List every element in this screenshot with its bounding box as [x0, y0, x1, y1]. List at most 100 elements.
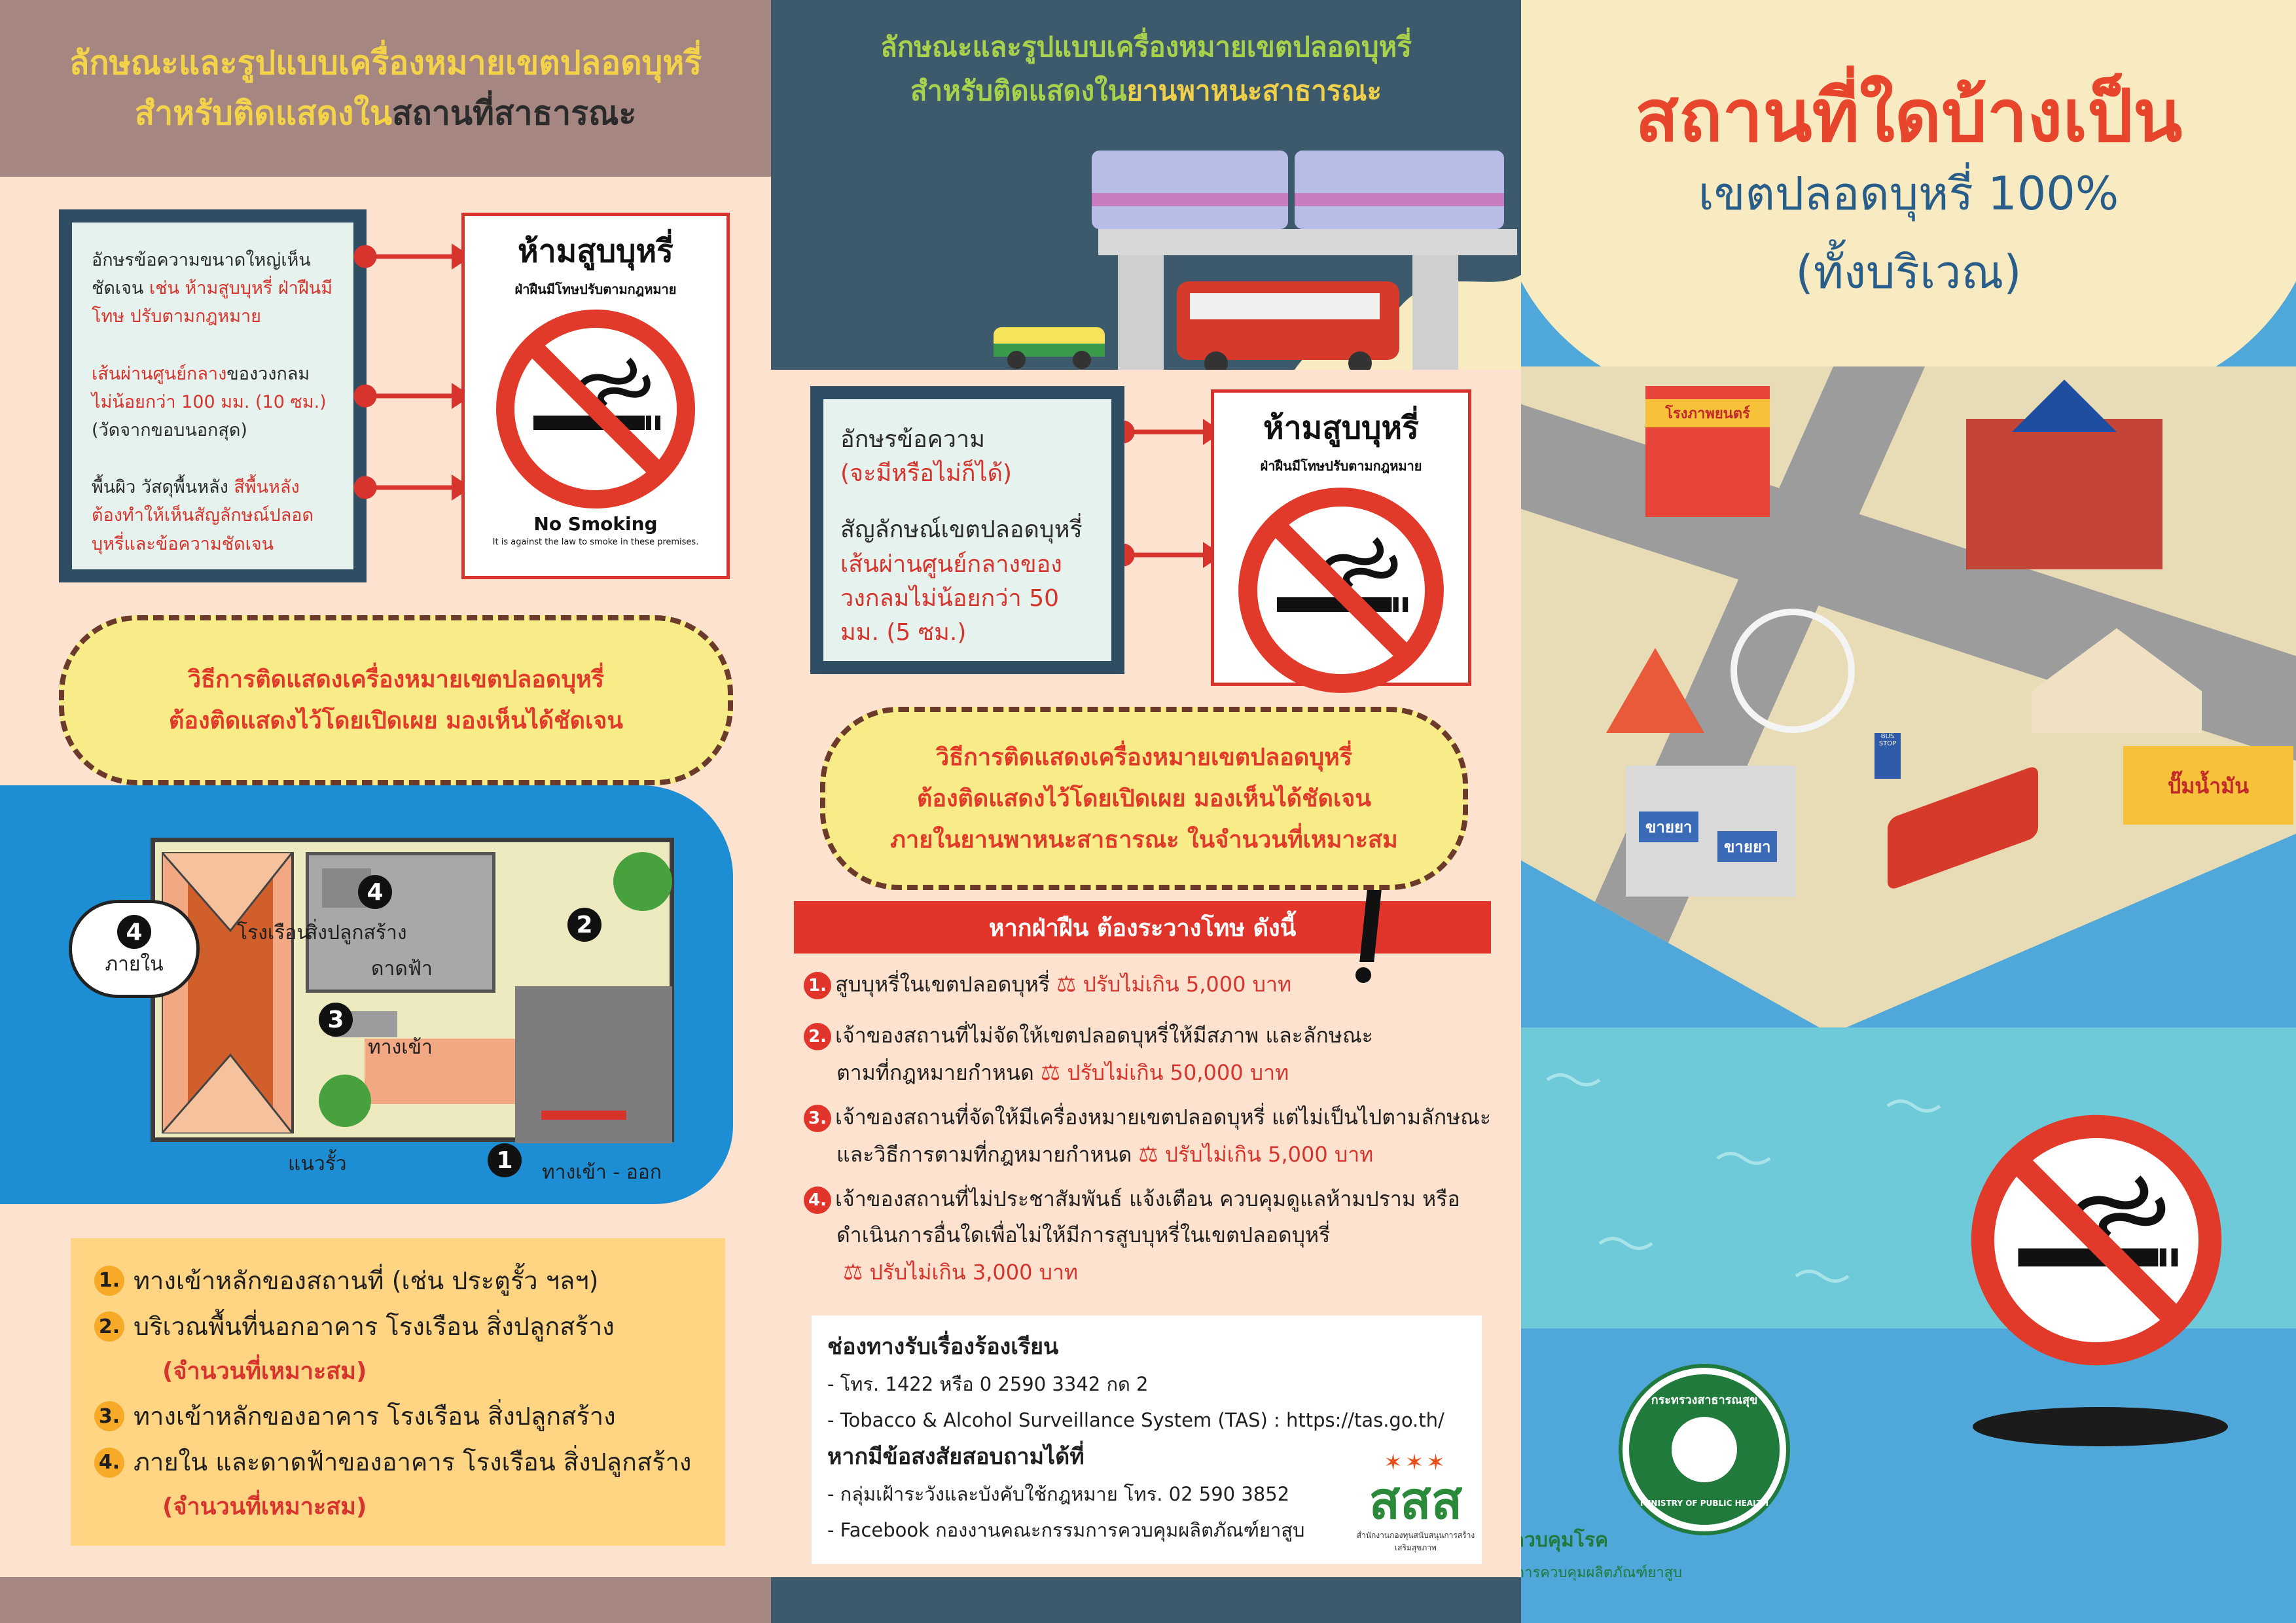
panel1-footer-bar: [0, 1577, 771, 1623]
penalty-item: 2.เจ้าของสถานที่ไม่จัดให้เขตปลอดบุหรี่ให…: [804, 1018, 1373, 1092]
gas-station-sign: ปั๊มน้ำมัน: [2167, 774, 2250, 798]
tree-icon: [613, 852, 672, 911]
penalty-bar: หากฝ่าฝืน ต้องระวางโทษ ดังนี้: [794, 901, 1491, 954]
seal-inner-icon: [1672, 1417, 1737, 1482]
cinema-sign: โรงภาพยนตร์: [1645, 399, 1770, 427]
panel1-feature-box: อักษรข้อความขนาดใหญ่เห็นชัดเจน เช่น ห้าม…: [59, 209, 367, 582]
penalty-item: 1.สูบบุหรี่ในเขตปลอดบุหรี่⚖ปรับไม่เกิน 5…: [804, 965, 1291, 1003]
feature2-line4: เส้นผ่านศูนย์กลางของวงกลมไม่น้อยกว่า 50 …: [840, 550, 1062, 646]
contact-enforcement-phone: - กลุ่มเฝ้าระวังและบังคับใช้กฎหมาย โทร. …: [827, 1482, 1290, 1505]
ferris-wheel: [1731, 609, 1855, 733]
penalty-text2: ตามที่กฎหมายกำหนด: [836, 1060, 1034, 1086]
map-house-label: โรงเรือน: [237, 921, 310, 944]
method2-line1: วิธีการติดแสดงเครื่องหมายเขตปลอดบุหรี่: [935, 743, 1353, 771]
contact-phone: - โทร. 1422 หรือ 0 2590 3342 กด 2: [827, 1372, 1149, 1395]
penalty-text: สูบบุหรี่ในเขตปลอดบุหรี่: [835, 972, 1050, 997]
large-no-smoking-icon: [1971, 1115, 2222, 1366]
no-smoking-icon: [496, 310, 695, 508]
panel2-footer-bar: [771, 1577, 1521, 1623]
map-marker-4-inside: 4: [117, 915, 151, 949]
list-note: (จำนวนที่เหมาะสม): [162, 1357, 367, 1385]
seal-thai-text: กระทรวงสาธารณสุข: [1651, 1393, 1758, 1407]
feature1-item2-red: เส้นผ่านศูนย์กลาง: [92, 363, 227, 384]
map-marker-4: 4: [358, 875, 392, 909]
panel1-header-prefix: สำหรับติดแสดงใน: [134, 94, 392, 132]
penalty-item: 3.เจ้าของสถานที่จัดให้มีเครื่องหมายเขตปล…: [804, 1099, 1491, 1174]
penalty-text2: และวิธีการตามที่กฎหมายกำหนด: [836, 1142, 1132, 1168]
map-structure-label: สิ่งปลูกสร้าง: [306, 921, 407, 944]
bus: [1888, 764, 2038, 891]
seal-en-text: MINISTRY OF PUBLIC HEALTH: [1640, 1499, 1768, 1508]
list-item: 4. ภายใน และดาดฟ้าของอาคาร โรงเรือน สิ่งป…: [94, 1439, 702, 1485]
list-note: (จำนวนที่เหมาะสม): [162, 1493, 367, 1520]
contact-box: ช่องทางรับเรื่องร้องเรียน - โทร. 1422 หร…: [812, 1315, 1482, 1564]
feature1-item2-dark2: (วัดจากขอบนอกสุด): [92, 419, 247, 440]
sss-logo-subtitle: สำนักงานกองทุนสนับสนุนการสร้างเสริมสุขภา…: [1356, 1531, 1475, 1552]
penalty-badge: 1.: [804, 972, 831, 999]
feature1-item3: พื้นผิว วัสดุพื้นหลัง สีพื้นหลัง ต้องทำใ…: [92, 473, 334, 558]
house-roof-shape: [162, 852, 294, 1133]
temple-building: [1966, 380, 2162, 569]
panel1-method-oval: วิธีการติดแสดงเครื่องหมายเขตปลอดบุหรี่ ต…: [59, 615, 733, 785]
sign1-en-title: No Smoking: [533, 513, 658, 535]
panel2-header-highlight: ยานพาหนะสาธารณะ: [1126, 75, 1382, 107]
list-text: บริเวณพื้นที่นอกอาคาร โรงเรือน สิ่งปลูกส…: [134, 1312, 615, 1342]
scale-icon: ⚖: [843, 1259, 863, 1286]
contact-facebook[interactable]: - Facebook กองงานคณะกรรมการควบคุมผลิตภัณ…: [827, 1518, 1305, 1541]
penalty-item: 4.เจ้าของสถานที่ไม่ประชาสัมพันธ์ แจ้งเตื…: [804, 1181, 1460, 1292]
method1-line2: ต้องติดแสดงไว้โดยเปิดเผย มองเห็นได้ชัดเจ…: [168, 707, 624, 734]
method1-line1: วิธีการติดแสดงเครื่องหมายเขตปลอดบุหรี่: [187, 666, 605, 693]
sign1-en-subtitle: It is against the law to smoke in these …: [492, 537, 699, 547]
penalty-badge: 2.: [804, 1023, 831, 1050]
no-smoking-icon: [1238, 488, 1444, 693]
panel-cover: สถานที่ใดบ้างเป็น เขตปลอดบุหรี่ 100% (ทั…: [1521, 0, 2296, 1623]
list-badge: 3.: [94, 1401, 124, 1432]
sss-logo: ✶✶✶ สสส สำนักงานกองทุนสนับสนุนการสร้างเส…: [1354, 1450, 1478, 1554]
penalty-fine: ปรับไม่เกิน 5,000 บาท: [1083, 972, 1292, 997]
cinema-building: โรงภาพยนตร์: [1645, 386, 1770, 517]
inside-callout: 4 ภายใน: [69, 900, 200, 998]
ministry-name: กรมควบคุมโรค: [1521, 1529, 1609, 1552]
scale-icon: ⚖: [1056, 971, 1077, 997]
sss-logo-figures-icon: ✶✶✶: [1384, 1450, 1448, 1476]
vehicles-illustration: [994, 151, 1521, 370]
contact-heading-complaint: ช่องทางรับเรื่องร้องเรียน: [827, 1334, 1059, 1360]
tree-icon: [319, 1075, 371, 1127]
panel2-header: ลักษณะและรูปแบบเครื่องหมายเขตปลอดบุหรี่ …: [771, 0, 1521, 370]
feature1-item2-red2: ไม่น้อยกว่า 100 มม. (10 ซม.): [92, 391, 327, 412]
panel1-location-list: 1.ทางเข้าหลักของสถานที่ (เช่น ประตูรั้ว …: [71, 1238, 725, 1546]
cover-title: สถานที่ใดบ้างเป็น: [1634, 74, 2183, 158]
contact-tas-link[interactable]: - Tobacco & Alcohol Surveillance System …: [827, 1408, 1444, 1431]
sign1-subtitle: ฝ่าฝืนมีโทษปรับตามกฎหมาย: [514, 281, 677, 297]
structure-building: [306, 852, 495, 993]
penalty-fine: ปรับไม่เกิน 3,000 บาท: [869, 1260, 1078, 1285]
bus-stop-sign: BUS STOP: [1874, 733, 1901, 779]
panel1-header-line2: สำหรับติดแสดงในสถานที่สาธารณะ: [135, 88, 637, 139]
scale-icon: ⚖: [1138, 1141, 1158, 1168]
panel-public-places: ลักษณะและรูปแบบเครื่องหมายเขตปลอดบุหรี่ …: [0, 0, 771, 1623]
penalty-badge: 3.: [804, 1105, 831, 1132]
panel1-header-highlight: สถานที่สาธารณะ: [392, 94, 637, 132]
sign2-title: ห้ามสูบบุหรี่: [1263, 410, 1419, 446]
feature1-item1-red: เช่น ห้ามสูบบุหรี่ ฝ่าฝืนมีโทษ ปรับตามกฎ…: [92, 278, 333, 327]
temple-roof: [2012, 380, 2117, 432]
penalty-text: เจ้าของสถานที่ไม่จัดให้เขตปลอดบุหรี่ให้ม…: [835, 1023, 1373, 1048]
cover-subtitle: เขตปลอดบุหรี่ 100%: [1698, 167, 2119, 221]
map-entrance-label: ทางเข้า: [368, 1036, 433, 1059]
feature1-item3-dark: พื้นผิว วัสดุพื้นหลัง: [92, 477, 228, 498]
list-badge: 4.: [94, 1447, 124, 1478]
sign2-subtitle: ฝ่าฝืนมีโทษปรับตามกฎหมาย: [1260, 458, 1422, 474]
feature2-line1: อักษรข้อความ: [840, 426, 985, 453]
penalty-text2: ดำเนินการอื่นใดเพื่อไม่ให้มีการสูบบุหรี่…: [836, 1222, 1331, 1248]
list-text: ภายใน และดาดฟ้าของอาคาร โรงเรือน สิ่งปลู…: [134, 1448, 692, 1477]
sign1-title: ห้ามสูบบุหรี่: [518, 233, 673, 270]
list-item: 3.ทางเข้าหลักของอาคาร โรงเรือน สิ่งปลูกส…: [94, 1393, 702, 1439]
map-gate-label: ทางเข้า - ออก: [542, 1161, 662, 1184]
map-fence-label: แนวรั้ว: [288, 1152, 347, 1175]
city-illustration: โรงภาพยนตร์ ขายยา ขายยา BUS STOP ปั๊มน้ำ…: [1521, 366, 2296, 1034]
feature1-item1: อักษรข้อความขนาดใหญ่เห็นชัดเจน เช่น ห้าม…: [92, 246, 334, 331]
panel2-header-line1: ลักษณะและรูปแบบเครื่องหมายเขตปลอดบุหรี่: [880, 31, 1412, 63]
list-item: 2.บริเวณพื้นที่นอกอาคาร โรงเรือน สิ่งปลู…: [94, 1304, 702, 1349]
ministry-subtitle: กองงานคณะกรรมการควบคุมผลิตภัณฑ์ยาสูบ: [1521, 1565, 1683, 1581]
map-marker-1: 1: [488, 1143, 522, 1177]
